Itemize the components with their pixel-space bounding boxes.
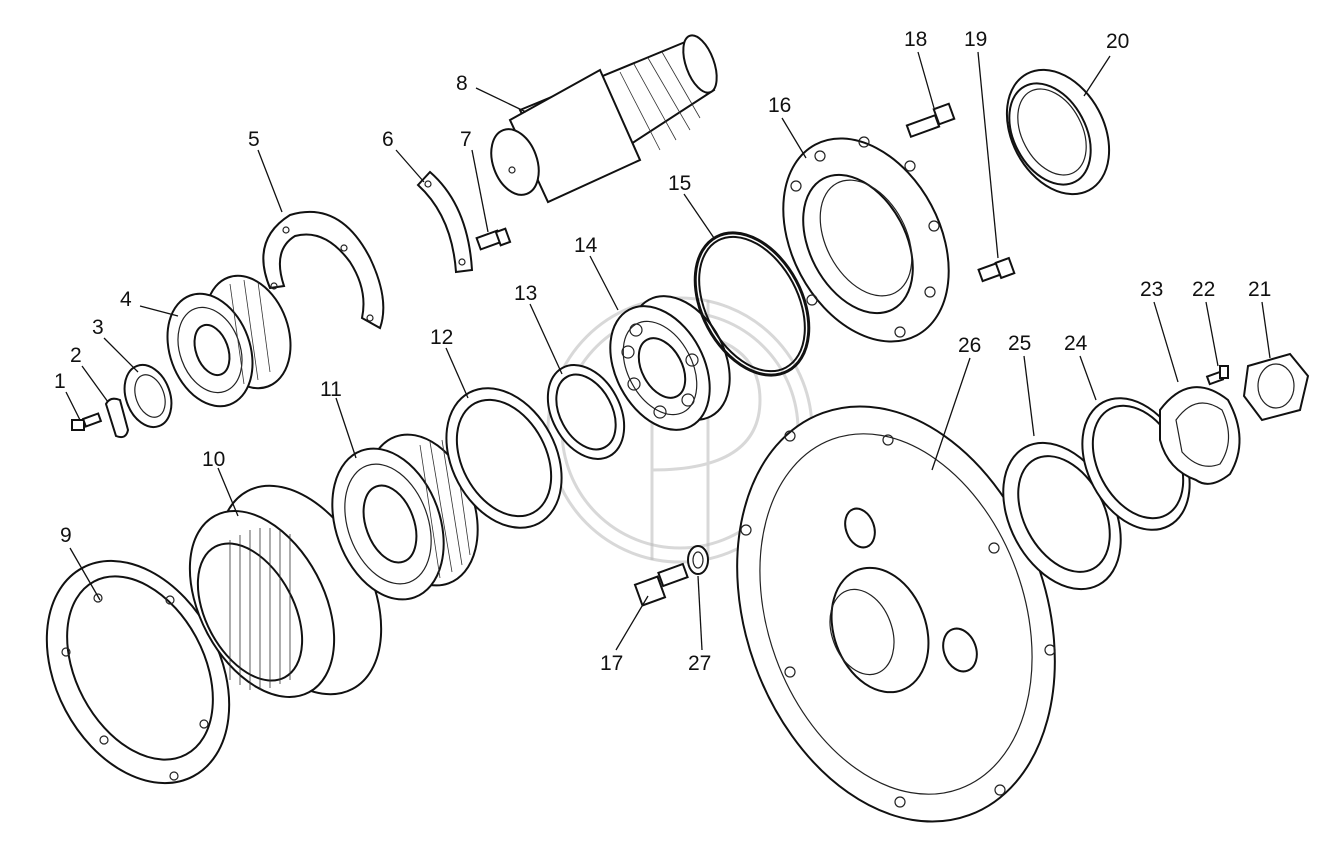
label-3: 3 <box>92 316 104 339</box>
part-17-bolt <box>633 562 689 607</box>
label-21: 21 <box>1248 278 1271 301</box>
part-1-small-bolt <box>71 412 103 431</box>
label-14: 14 <box>574 234 598 257</box>
part-8-splined-shaft <box>490 34 718 204</box>
label-4: 4 <box>120 288 132 311</box>
part-23-gasket-plate <box>1159 386 1241 485</box>
part-19-bolt <box>977 256 1016 283</box>
part-20-oil-seal <box>1005 68 1111 196</box>
part-2-lock-tab <box>104 397 130 439</box>
label-16: 16 <box>768 94 791 117</box>
part-22-small-bolt <box>1205 365 1229 386</box>
part-13-spacer-ring <box>546 364 626 460</box>
label-23: 23 <box>1140 278 1163 301</box>
part-21-nut <box>1242 352 1310 422</box>
part-7-bolt <box>475 227 512 251</box>
label-18: 18 <box>904 28 927 51</box>
label-13: 13 <box>514 282 537 305</box>
label-6: 6 <box>382 128 394 151</box>
part-27-spring-washer <box>687 545 709 575</box>
part-9-gasket <box>45 559 231 785</box>
label-22: 22 <box>1192 278 1215 301</box>
part-12-shim-ring <box>445 387 563 529</box>
label-15: 15 <box>668 172 691 195</box>
part-26-hub-flange <box>736 405 1056 823</box>
label-24: 24 <box>1064 332 1088 355</box>
leader-lines <box>65 51 1271 651</box>
part-14-ball-bearing <box>609 295 731 431</box>
part-6-lock-plate <box>416 170 474 274</box>
label-19: 19 <box>964 28 987 51</box>
label-1: 1 <box>54 370 66 393</box>
label-26: 26 <box>958 334 981 357</box>
part-3-cap-washer <box>123 364 173 428</box>
label-9: 9 <box>60 524 72 547</box>
label-25: 25 <box>1008 332 1031 355</box>
label-8: 8 <box>456 72 468 95</box>
label-7: 7 <box>460 128 472 151</box>
label-17: 17 <box>600 652 623 675</box>
part-labels: 1 2 3 4 5 6 7 8 9 10 11 12 13 14 15 16 1… <box>54 28 1271 675</box>
part-18-bolt <box>905 102 956 139</box>
part-5-half-shim <box>262 210 385 330</box>
label-5: 5 <box>248 128 260 151</box>
part-16-flange <box>782 136 950 343</box>
part-15-o-ring <box>693 231 811 377</box>
label-10: 10 <box>202 448 225 471</box>
label-2: 2 <box>70 344 82 367</box>
label-11: 11 <box>320 378 342 401</box>
part-4-roller-bearing <box>166 274 292 408</box>
label-12: 12 <box>430 326 453 349</box>
label-20: 20 <box>1106 30 1129 53</box>
label-27: 27 <box>688 652 711 675</box>
